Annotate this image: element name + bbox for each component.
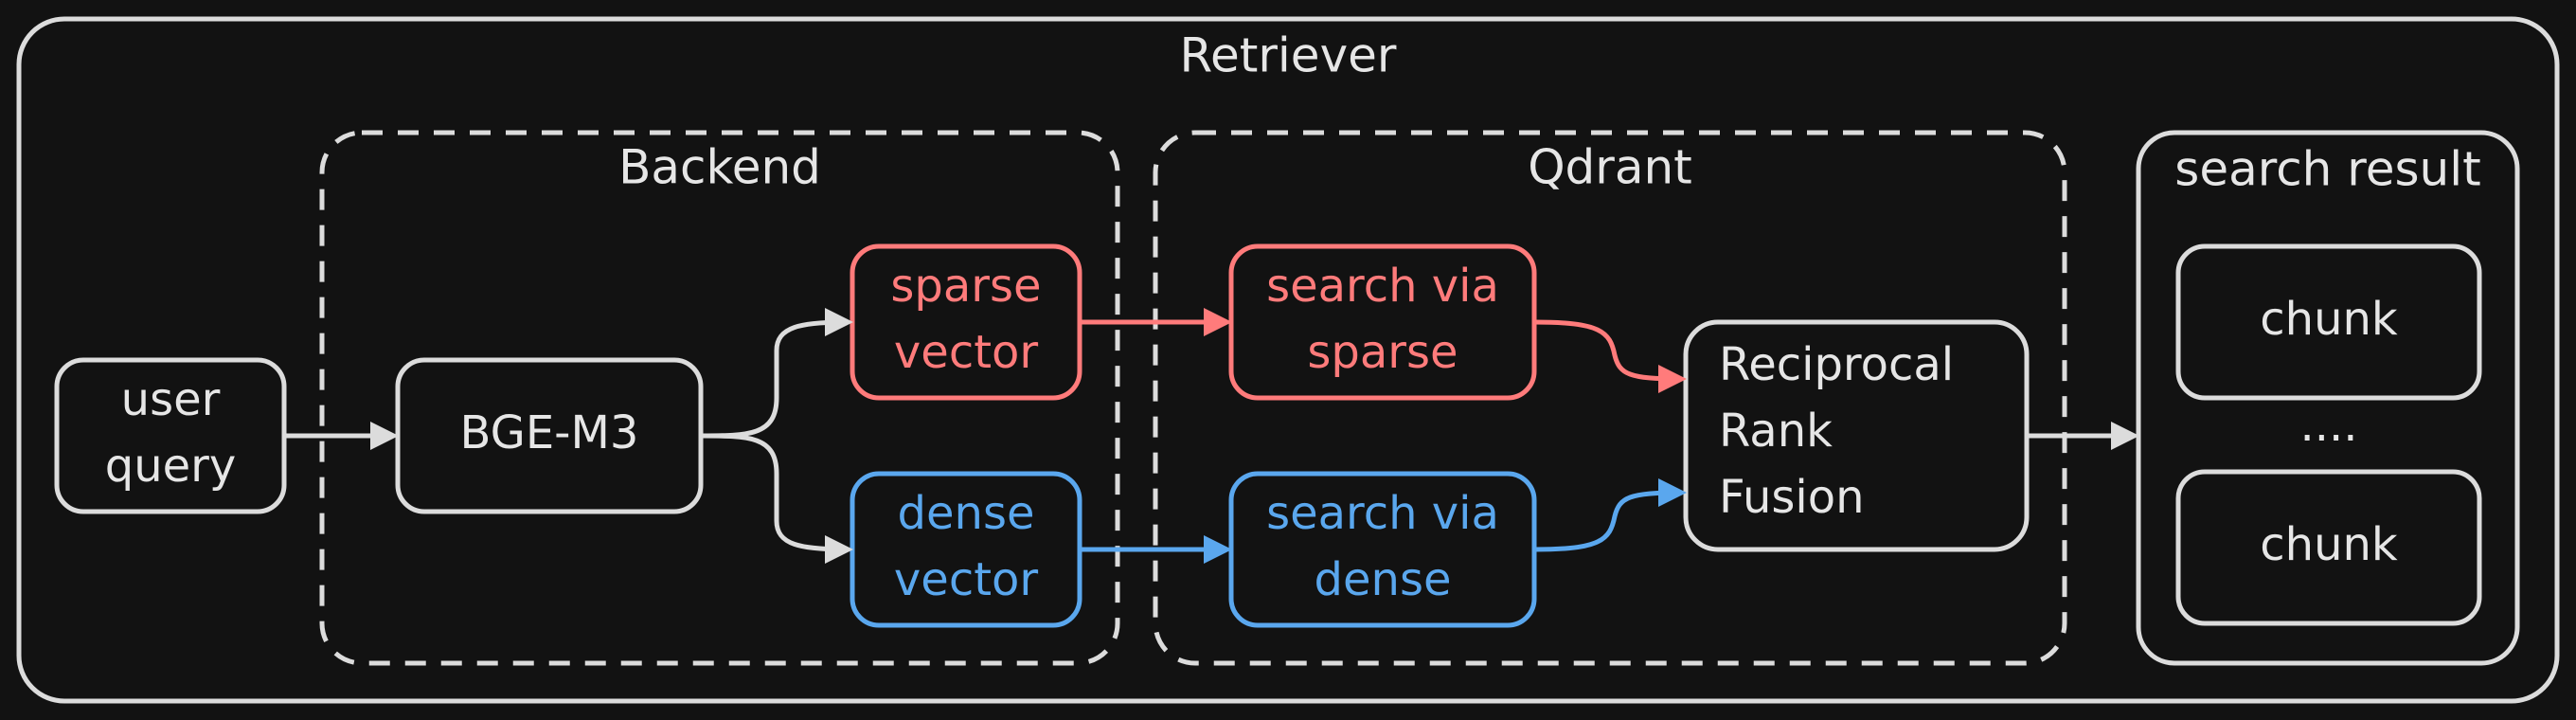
arrow-bge-to-dense: [700, 433, 853, 564]
user-query-line1: user: [121, 373, 221, 426]
chunk-bottom-label: chunk: [2260, 518, 2398, 571]
chunk-top-label: chunk: [2260, 293, 2398, 346]
search-dense-line1: search via: [1266, 487, 1499, 540]
search-dense-line2: dense: [1315, 553, 1452, 606]
qdrant-title: Qdrant: [1528, 140, 1692, 195]
dense-vector-line2: vector: [894, 553, 1039, 606]
retriever-title: Retriever: [1180, 28, 1397, 83]
search-result-group: [2136, 130, 2520, 666]
backend-title: Backend: [618, 140, 821, 195]
retriever-frame: [16, 16, 2560, 704]
search-sparse-line1: search via: [1266, 260, 1499, 313]
arrow-search-sparse-to-rrf: [1533, 319, 1687, 393]
chunk-node-bottom: [2175, 469, 2482, 626]
arrow-bge-to-sparse: [700, 308, 853, 439]
rrf-line1: Reciprocal: [1719, 338, 1954, 391]
user-query-line2: query: [105, 440, 237, 493]
search-result-title: search result: [2174, 142, 2480, 197]
chunk-ellipsis: ....: [2299, 399, 2357, 452]
sparse-vector-line2: vector: [894, 326, 1039, 379]
qdrant-group: [1153, 130, 2067, 666]
sparse-vector-line1: sparse: [890, 260, 1041, 313]
rrf-line2: Rank: [1719, 405, 1833, 458]
bge-m3-label: BGE-M3: [460, 406, 639, 459]
arrow-search-dense-to-rrf: [1533, 478, 1687, 552]
rrf-line3: Fusion: [1719, 471, 1865, 524]
search-sparse-line2: sparse: [1307, 326, 1458, 379]
dense-vector-line1: dense: [898, 487, 1035, 540]
chunk-node-top: [2175, 243, 2482, 401]
